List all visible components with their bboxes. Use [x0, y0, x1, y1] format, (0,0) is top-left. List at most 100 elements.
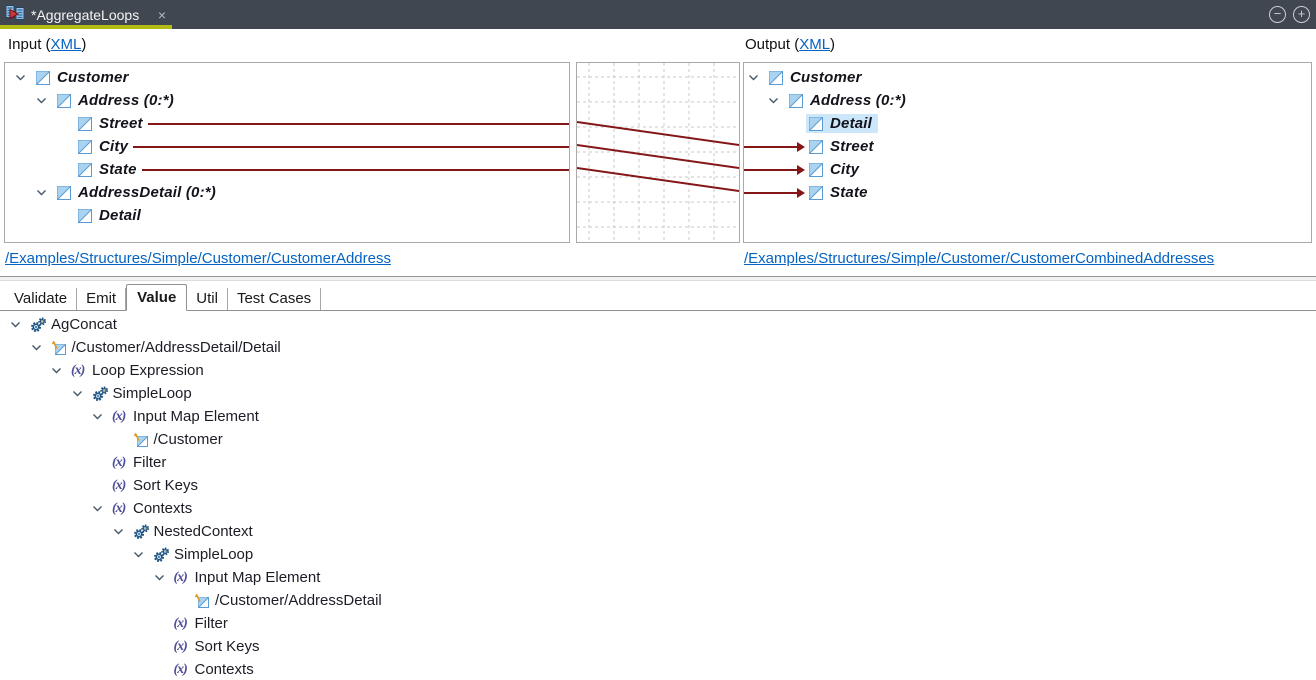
- value-expression-tree[interactable]: AgConcat/Customer/AddressDetail/Detail (x…: [0, 311, 1316, 680]
- output-structure-link-row: /Examples/Structures/Simple/Customer/Cus…: [744, 250, 1214, 267]
- value-tree-row[interactable]: (x)Filter: [0, 451, 1316, 474]
- tree-node-label: /Customer/AddressDetail/Detail: [71, 339, 281, 356]
- tree-node-label: City: [830, 161, 860, 178]
- expand-circle-button[interactable]: +: [1293, 6, 1310, 23]
- horizontal-splitter[interactable]: [0, 276, 1316, 281]
- tree-node-label: State: [99, 161, 137, 178]
- chevron-down-icon[interactable]: [748, 74, 769, 81]
- xml-element-icon: [789, 93, 810, 108]
- chevron-down-icon[interactable]: [15, 74, 36, 81]
- input-structure-link-row: /Examples/Structures/Simple/Customer/Cus…: [5, 250, 391, 267]
- xml-element-icon: [809, 162, 830, 177]
- chevron-down-icon[interactable]: [31, 344, 51, 351]
- input-xml-link[interactable]: XML: [50, 36, 82, 53]
- chevron-down-icon[interactable]: [10, 321, 30, 328]
- document-tab-title: *AggregateLoops: [31, 6, 140, 23]
- value-tree-row[interactable]: (x)Input Map Element: [0, 405, 1316, 428]
- mapping-line: [133, 145, 569, 148]
- value-tree-row[interactable]: SimpleLoop: [0, 543, 1316, 566]
- mapping-arrow: [744, 187, 805, 198]
- xml-element-icon: [78, 139, 99, 154]
- value-tree-row[interactable]: NestedContext: [0, 520, 1316, 543]
- tree-node-label: Detail: [830, 115, 873, 132]
- xml-element-icon: [36, 70, 57, 85]
- tab-close-icon[interactable]: ×: [157, 6, 166, 23]
- expression-fx-icon: (x): [173, 569, 188, 585]
- value-tree-row[interactable]: (x) Contexts: [0, 658, 1316, 680]
- chevron-down-icon[interactable]: [36, 97, 57, 104]
- tree-node-label: Contexts: [194, 661, 254, 678]
- transform-gears-icon: [30, 317, 51, 333]
- output-tree-row[interactable]: Address (0:*): [744, 89, 1311, 112]
- tab-validate[interactable]: Validate: [4, 288, 78, 310]
- xml-element-icon: [78, 116, 99, 131]
- tab-util[interactable]: Util: [187, 288, 228, 310]
- expression-fx-icon: (x): [173, 638, 188, 654]
- value-tree-row[interactable]: AgConcat: [0, 313, 1316, 336]
- chevron-down-icon[interactable]: [154, 574, 174, 581]
- tree-node-label: SimpleLoop: [174, 546, 254, 563]
- chevron-down-icon[interactable]: [92, 413, 112, 420]
- chevron-down-icon[interactable]: [92, 505, 112, 512]
- chevron-down-icon[interactable]: [36, 189, 57, 196]
- mapping-connection-line: [577, 121, 739, 146]
- input-tree-row[interactable]: Detail: [5, 204, 569, 227]
- output-tree-row[interactable]: City: [744, 158, 1311, 181]
- xml-element-icon: [769, 70, 790, 85]
- mapping-canvas[interactable]: [576, 62, 740, 243]
- output-tree-row[interactable]: Street: [744, 135, 1311, 158]
- chevron-down-icon[interactable]: [133, 551, 153, 558]
- tab-emit[interactable]: Emit: [77, 288, 127, 310]
- chevron-down-icon[interactable]: [768, 97, 789, 104]
- tree-node-label: Input Map Element: [133, 408, 259, 425]
- active-tab-underline: [0, 25, 172, 29]
- output-tree-row[interactable]: Detail: [744, 112, 1311, 135]
- input-tree-row[interactable]: AddressDetail (0:*): [5, 181, 569, 204]
- transform-gears-icon: [153, 547, 174, 563]
- tab-value[interactable]: Value: [126, 284, 188, 311]
- output-structure-link[interactable]: /Examples/Structures/Simple/Customer/Cus…: [744, 250, 1215, 267]
- mapper-document-icon: [5, 4, 25, 26]
- chevron-down-icon[interactable]: [72, 390, 92, 397]
- value-tree-row[interactable]: (x)Sort Keys: [0, 474, 1316, 497]
- chevron-down-icon[interactable]: [51, 367, 71, 374]
- value-tree-row[interactable]: /Customer/AddressDetail/Detail: [0, 336, 1316, 359]
- value-tree-row[interactable]: SimpleLoop: [0, 382, 1316, 405]
- value-tree-row[interactable]: (x)Contexts: [0, 497, 1316, 520]
- input-tree-row[interactable]: City: [5, 135, 569, 158]
- document-tab[interactable]: *AggregateLoops ×: [0, 0, 172, 29]
- expression-fx-icon: (x): [112, 454, 126, 470]
- value-tree-row[interactable]: (x)Filter: [0, 612, 1316, 635]
- value-tree-row[interactable]: /Customer: [0, 428, 1316, 451]
- value-tree-row[interactable]: (x)Sort Keys: [0, 635, 1316, 658]
- chevron-down-icon[interactable]: [113, 528, 133, 535]
- output-xml-link[interactable]: XML: [799, 36, 831, 53]
- tree-node-label: City: [99, 138, 129, 155]
- collapse-circle-button[interactable]: −: [1269, 6, 1286, 23]
- tree-node-label: Input Map Element: [194, 569, 321, 586]
- tree-node-label: Filter: [194, 615, 228, 632]
- value-tree-row[interactable]: /Customer/AddressDetail: [0, 589, 1316, 612]
- tree-node-label: Customer: [790, 69, 862, 86]
- selected-node-highlight[interactable]: Detail: [806, 114, 879, 133]
- input-tree-row[interactable]: Customer: [5, 66, 569, 89]
- tree-node-label: Address (0:*): [810, 92, 906, 109]
- tab-test-cases[interactable]: Test Cases: [228, 288, 322, 310]
- mapping-arrow: [744, 141, 805, 152]
- tree-node-label: NestedContext: [153, 523, 253, 540]
- value-tree-row[interactable]: (x)Loop Expression: [0, 359, 1316, 382]
- input-structure-link[interactable]: /Examples/Structures/Simple/Customer/Cus…: [5, 250, 391, 267]
- input-tree-row[interactable]: Street: [5, 112, 569, 135]
- input-tree-row[interactable]: State: [5, 158, 569, 181]
- output-tree-row[interactable]: Customer: [744, 66, 1311, 89]
- tree-node-label: /Customer/AddressDetail: [215, 592, 382, 609]
- output-pane-header: Output (XML): [745, 36, 836, 53]
- expression-fx-icon: (x): [173, 661, 188, 677]
- output-tree-row[interactable]: State: [744, 181, 1311, 204]
- input-tree-row[interactable]: Address (0:*): [5, 89, 569, 112]
- tree-node-label: Detail: [99, 207, 142, 224]
- xml-element-icon: [57, 185, 78, 200]
- value-tree-row[interactable]: (x) Input Map Element: [0, 566, 1316, 589]
